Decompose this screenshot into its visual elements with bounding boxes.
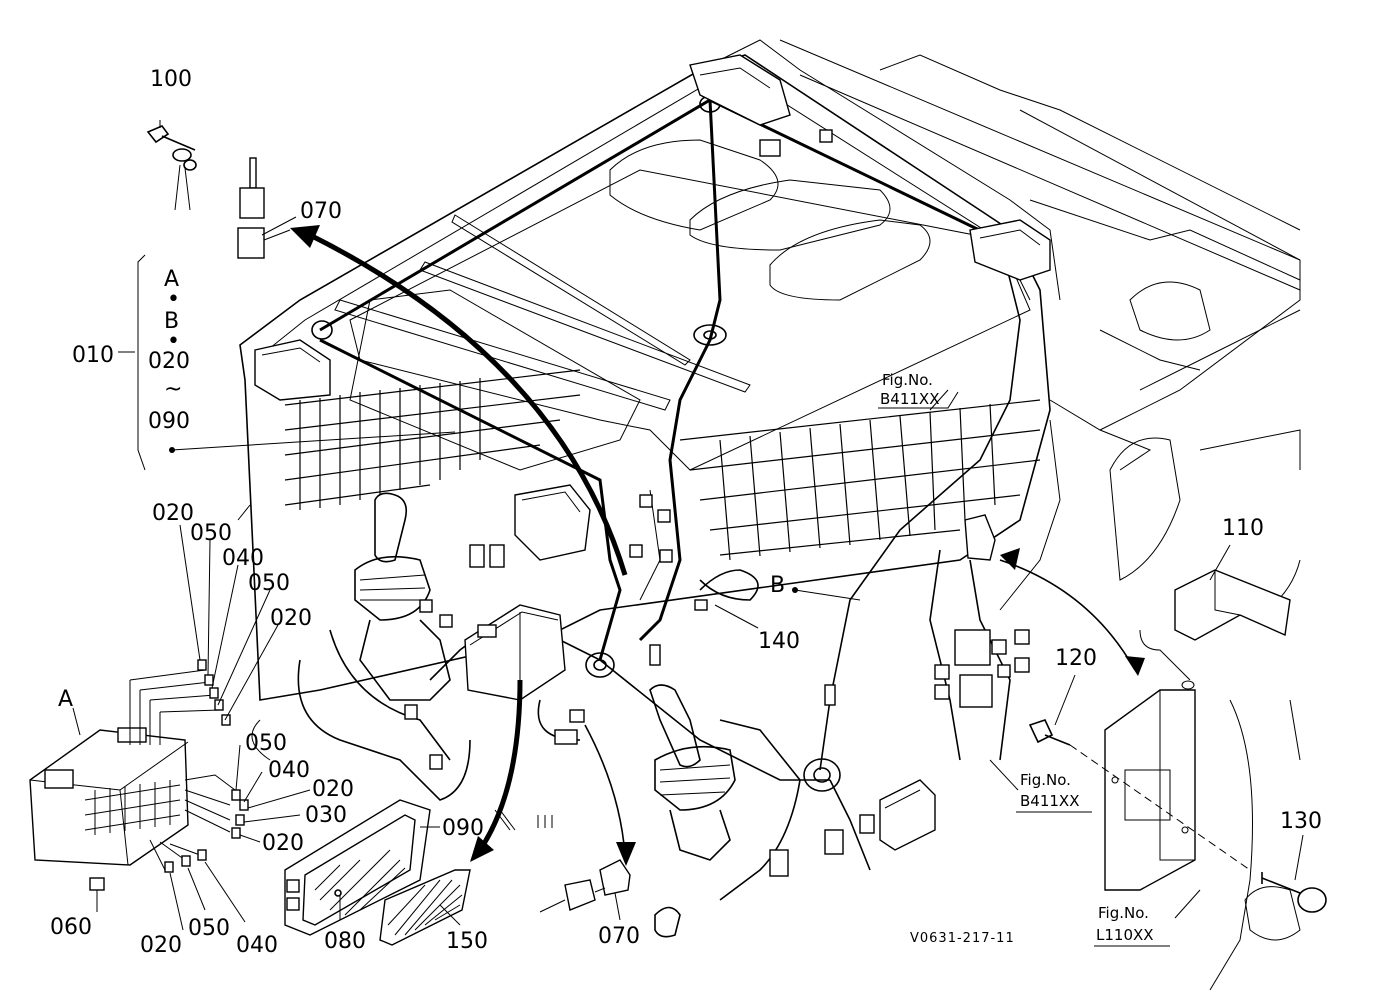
joystick-right — [649, 684, 736, 861]
mount-plate — [1104, 689, 1196, 891]
fuse-box — [29, 659, 249, 891]
fig-ref-2: Fig.No. B411XX — [1016, 771, 1092, 813]
relay-070-top — [237, 157, 291, 259]
part-label-040-a: 040 — [222, 546, 264, 571]
part-label-150: 150 — [446, 929, 488, 954]
small-connectors — [404, 129, 875, 877]
part-label-070-bottom: 070 — [598, 924, 640, 949]
direction-arrows — [290, 225, 1145, 866]
relay-cluster — [934, 514, 1030, 708]
part-label-030: 030 — [305, 803, 347, 828]
part-label-050-c: 050 — [245, 731, 287, 756]
grommets — [311, 95, 841, 792]
part-label-050-b: 050 — [248, 571, 290, 596]
callout-a: A — [58, 687, 73, 712]
part-label-020-e: 020 — [140, 933, 182, 958]
cab-mesh-right — [679, 399, 1041, 561]
bracket-110 — [1139, 569, 1291, 690]
cab-mesh-left — [284, 369, 581, 510]
group-label-dot-2: • — [167, 329, 180, 354]
wiring-harness — [251, 98, 1021, 901]
group-label: A • B • 020 ~ 090 — [148, 267, 190, 434]
fig-ref-3: Fig.No. L110XX — [1094, 904, 1170, 947]
group-label-b: B — [164, 309, 179, 334]
fig-ref-3-caption: Fig.No. — [1098, 904, 1149, 922]
drawing-code: V0631-217-11 — [910, 931, 1015, 946]
part-label-020-d: 020 — [262, 831, 304, 856]
fig-ref-3-code: L110XX — [1096, 926, 1154, 944]
lamp-090 — [284, 799, 431, 936]
cab-body — [239, 39, 1301, 991]
group-label-tilde: ~ — [164, 377, 182, 402]
work-lamps — [254, 54, 1051, 401]
fig-ref-2-caption: Fig.No. — [1020, 771, 1071, 789]
part-label-020-c: 020 — [312, 777, 354, 802]
rear-lamp — [514, 484, 591, 561]
leader-lines — [72, 120, 1304, 931]
bolt-120 — [1028, 719, 1251, 871]
group-label-dot-1: • — [167, 287, 180, 312]
part-label-090: 090 — [442, 816, 484, 841]
part-label-050-d: 050 — [188, 916, 230, 941]
part-labels: 100 070 010 020 050 040 050 020 050 040 … — [50, 67, 1322, 958]
bolt-100 — [146, 125, 197, 211]
group-label-to: 090 — [148, 409, 190, 434]
part-label-100: 100 — [150, 67, 192, 92]
relay-070-bottom — [539, 859, 681, 938]
part-label-070-top: 070 — [300, 199, 342, 224]
bolt-130 — [1244, 872, 1327, 941]
part-label-040-c: 040 — [236, 933, 278, 958]
fig-ref-1-caption: Fig.No. — [882, 371, 933, 389]
tick-marks — [494, 809, 553, 831]
controller-box — [464, 604, 566, 701]
fig-ref-1-code: B411XX — [880, 390, 939, 408]
part-label-050-a: 050 — [190, 521, 232, 546]
fig-ref-1: Fig.No. B411XX — [878, 371, 959, 409]
part-label-080: 080 — [324, 929, 366, 954]
part-label-140: 140 — [758, 629, 800, 654]
callout-labels: A B — [58, 573, 785, 712]
part-label-010: 010 — [72, 343, 114, 368]
part-label-110: 110 — [1222, 516, 1264, 541]
part-label-040-b: 040 — [268, 758, 310, 783]
part-label-020-a: 020 — [152, 501, 194, 526]
fig-ref-2-code: B411XX — [1020, 792, 1079, 810]
group-label-from: 020 — [148, 349, 190, 374]
part-label-060: 060 — [50, 915, 92, 940]
joystick-left — [354, 492, 451, 701]
part-label-120: 120 — [1055, 646, 1097, 671]
group-label-a: A — [164, 267, 179, 292]
ecu-module — [879, 779, 936, 851]
callout-b: B — [770, 573, 785, 598]
part-label-130: 130 — [1280, 809, 1322, 834]
part-label-020-b: 020 — [270, 606, 312, 631]
